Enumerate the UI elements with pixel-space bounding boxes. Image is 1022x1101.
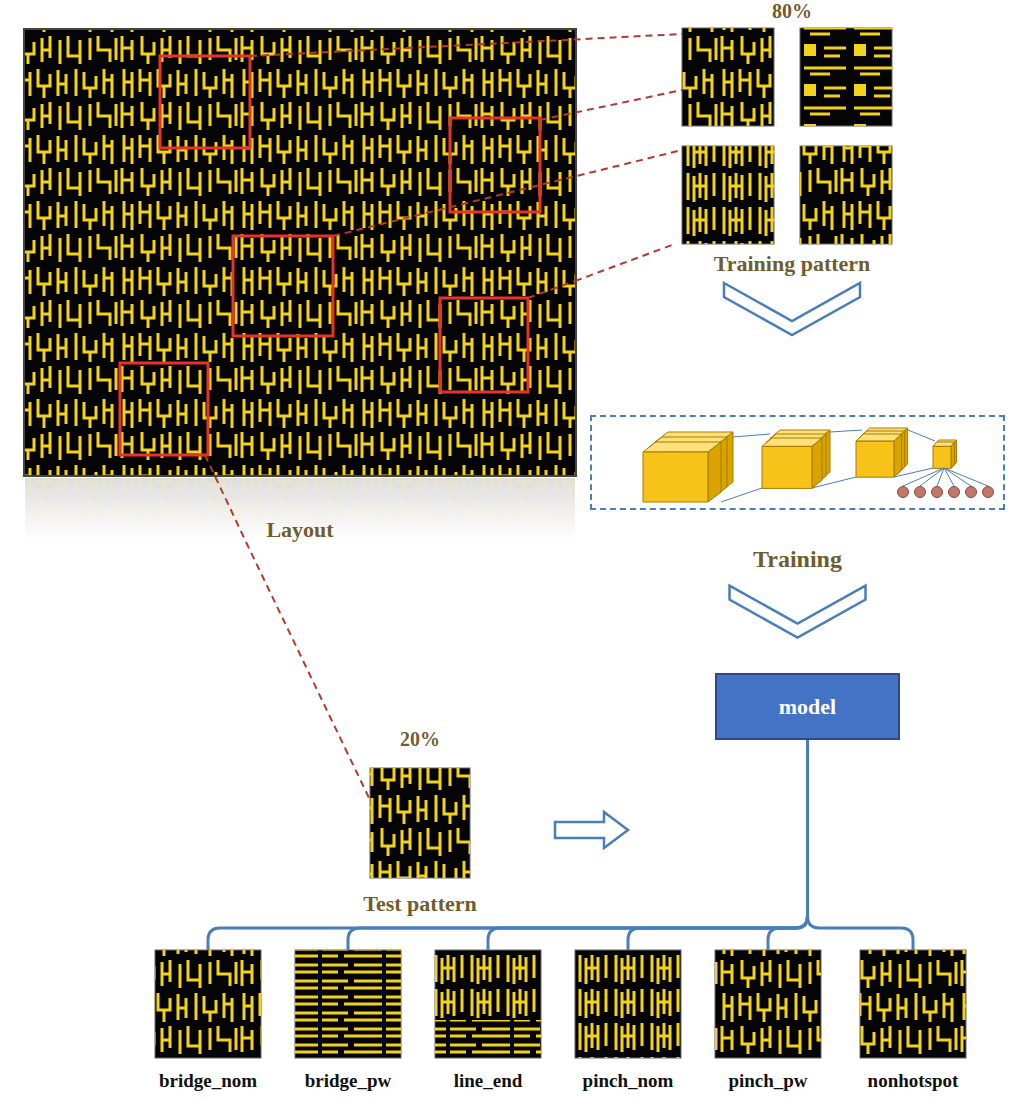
training-box: Training [590,415,1005,510]
test-set: 20% Test pattern [345,728,495,916]
thumbnail-pattern [295,950,401,1058]
cnn-illustration [643,428,994,502]
thumbnail [682,28,774,126]
class-sample: pinch_nom [559,950,697,1092]
brace-connector [348,740,808,950]
class-thumbnails [155,950,966,1058]
thumbnail-pattern [860,950,966,1058]
thumbnail [715,950,821,1058]
class-sample: nonhotspot [844,950,982,1092]
thumbnail [800,28,892,126]
leader-line [205,455,246,542]
image-frame [23,28,577,477]
class-sample: line_end [419,950,557,1092]
node-label: nonhotspot [868,1070,959,1092]
clip-squares [120,56,540,455]
leader-line [246,542,345,748]
node-label: bridge_nom [159,1070,257,1092]
leader-line [333,150,682,236]
thumbnail [155,950,261,1058]
flow-arrow [730,586,866,638]
cnn-links [721,430,988,502]
clip-square [233,236,333,336]
thumbnail-pattern [800,28,892,126]
flow-arrow [724,283,860,335]
class-sample: bridge_nom [139,950,277,1092]
circuit-pattern [25,30,575,475]
thumbnail [800,146,892,244]
model-box: model [715,673,900,740]
class-sample: bridge_pw [279,950,417,1092]
thumbnail-pattern [682,28,774,126]
thumbnail-pattern [682,146,774,244]
brace-connector [488,740,808,950]
thumbnail-pattern [435,1020,541,1058]
feature-map [762,438,822,488]
clip-square [120,363,208,455]
training-set: 80% Training pattern [672,0,912,276]
brace-connector [208,740,808,950]
leader-line [540,90,682,120]
node-label: bridge_pw [305,1070,392,1092]
clip-square [160,56,250,148]
feature-map [933,442,955,468]
thumbnail [682,146,774,244]
layout-image [23,28,577,540]
leader-line [528,281,575,298]
thumbnail-pattern [800,146,892,244]
node-label: Test pattern [363,891,476,916]
feature-map [856,434,902,477]
feature-map [643,442,721,502]
training-thumbnails [682,28,892,244]
thumbnail [295,950,401,1058]
output-neurons [898,487,994,498]
brace-connector [768,740,808,950]
thumbnail [575,950,681,1058]
class-sample: pinch_pw [699,950,837,1092]
thumbnail-pattern [715,950,821,1058]
brace-connector [628,740,808,950]
node-label: Layout [266,517,333,542]
leader-lines [205,34,682,800]
flow-arrow [555,812,628,848]
brace-connector [808,740,914,950]
thumbnail [370,768,470,878]
layout-panel: Layout [25,30,575,542]
node-label: line_end [454,1070,523,1092]
thumbnail-pattern [370,768,470,878]
node-label: Training pattern [714,251,871,276]
clip-square [450,118,540,212]
thumbnail-pattern [435,950,541,1020]
node-label: pinch_nom [583,1070,674,1092]
thumbnail [435,950,541,1058]
node-label: 80% [772,0,812,23]
thumbnail [860,950,966,1058]
node-label: model [779,694,836,719]
leader-line [575,245,672,281]
leader-line [345,748,370,800]
node-label: pinch_pw [728,1070,807,1092]
node-label: Training [753,546,842,574]
clip-square [440,298,528,392]
thumbnail-pattern [155,950,261,1058]
image-ground [25,30,575,475]
leader-line [250,34,682,56]
thumbnail-pattern [575,950,681,1058]
node-label: 20% [400,728,440,751]
